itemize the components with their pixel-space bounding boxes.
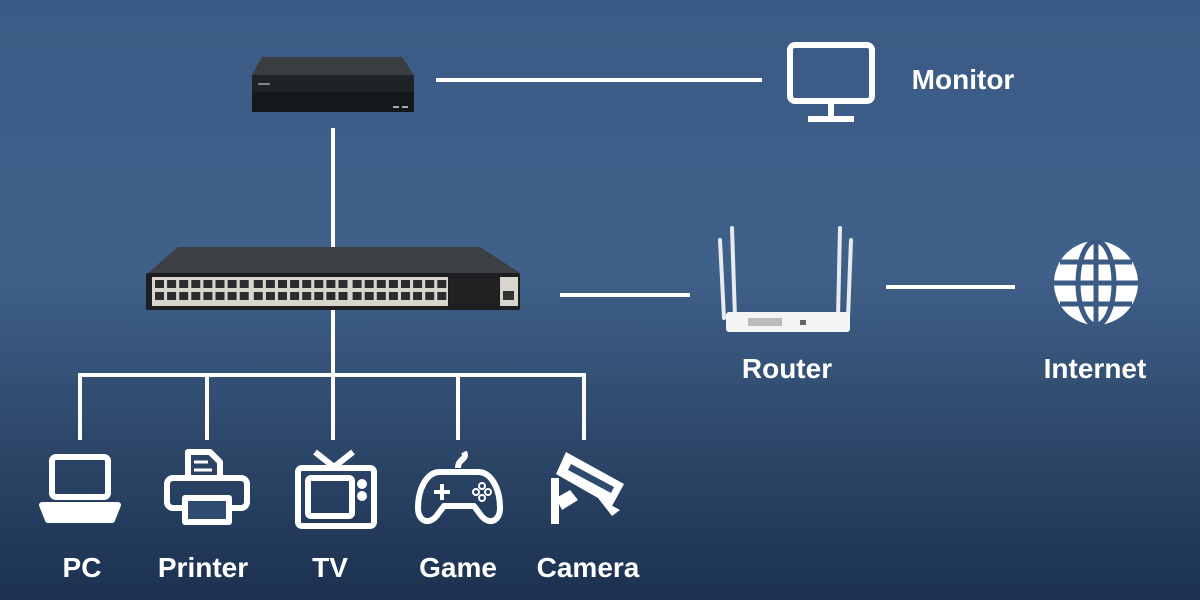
- router-device: [718, 226, 853, 332]
- switch-port: [155, 280, 164, 288]
- tv-label: TV: [312, 552, 348, 583]
- switch-port: [239, 280, 249, 288]
- switch-port: [203, 292, 213, 300]
- network-switch-device: [146, 247, 520, 310]
- switch-port: [413, 292, 423, 300]
- switch-port: [352, 280, 362, 288]
- switch-port: [401, 292, 410, 300]
- pc-label: PC: [62, 552, 102, 583]
- connection-lines: [78, 78, 1015, 440]
- switch-port: [278, 280, 287, 288]
- switch-port: [179, 292, 189, 300]
- switch-port: [278, 292, 287, 300]
- switch-port: [302, 292, 312, 300]
- switch-port: [388, 292, 398, 300]
- switch-port: [401, 280, 410, 288]
- switch-port: [326, 280, 336, 288]
- monitor-icon: [787, 42, 875, 122]
- camera-label: Camera: [536, 552, 640, 583]
- switch-port: [326, 292, 336, 300]
- switch-port: [215, 280, 225, 288]
- router-label: Router: [741, 353, 833, 384]
- switch-port: [302, 280, 312, 288]
- switch-port: [290, 292, 300, 300]
- switch-port: [425, 280, 435, 288]
- printer-icon: [164, 449, 250, 525]
- switch-port: [425, 292, 435, 300]
- switch-port: [364, 280, 374, 288]
- switch-port: [364, 292, 374, 300]
- switch-port: [314, 292, 324, 300]
- nvr-device: [252, 57, 414, 112]
- monitor-label: Monitor: [911, 64, 1015, 95]
- switch-port: [239, 292, 249, 300]
- switch-port: [376, 280, 386, 288]
- switch-port: [167, 292, 177, 300]
- switch-port: [253, 280, 263, 288]
- switch-port: [265, 280, 275, 288]
- switch-port: [338, 292, 348, 300]
- printer-label: Printer: [157, 552, 249, 583]
- tv-icon: [295, 449, 377, 529]
- switch-port: [227, 280, 237, 288]
- switch-port: [155, 292, 164, 300]
- security-camera-icon: [551, 452, 624, 524]
- switch-port: [167, 280, 177, 288]
- switch-port: [437, 280, 447, 288]
- switch-port: [376, 292, 386, 300]
- switch-port: [437, 292, 447, 300]
- switch-port: [338, 280, 348, 288]
- switch-port: [179, 280, 189, 288]
- switch-port: [265, 292, 275, 300]
- globe-icon: [1054, 238, 1138, 328]
- game-label: Game: [419, 552, 497, 583]
- switch-port: [191, 292, 201, 300]
- switch-port: [215, 292, 225, 300]
- laptop-icon: [39, 454, 121, 523]
- switch-port: [253, 292, 263, 300]
- switch-port: [290, 280, 300, 288]
- switch-port: [203, 280, 213, 288]
- switch-port: [388, 280, 398, 288]
- switch-port: [352, 292, 362, 300]
- switch-port: [227, 292, 237, 300]
- switch-port: [191, 280, 201, 288]
- switch-port: [314, 280, 324, 288]
- internet-label: Internet: [1043, 353, 1147, 384]
- switch-port: [413, 280, 423, 288]
- gamepad-icon: [415, 450, 503, 525]
